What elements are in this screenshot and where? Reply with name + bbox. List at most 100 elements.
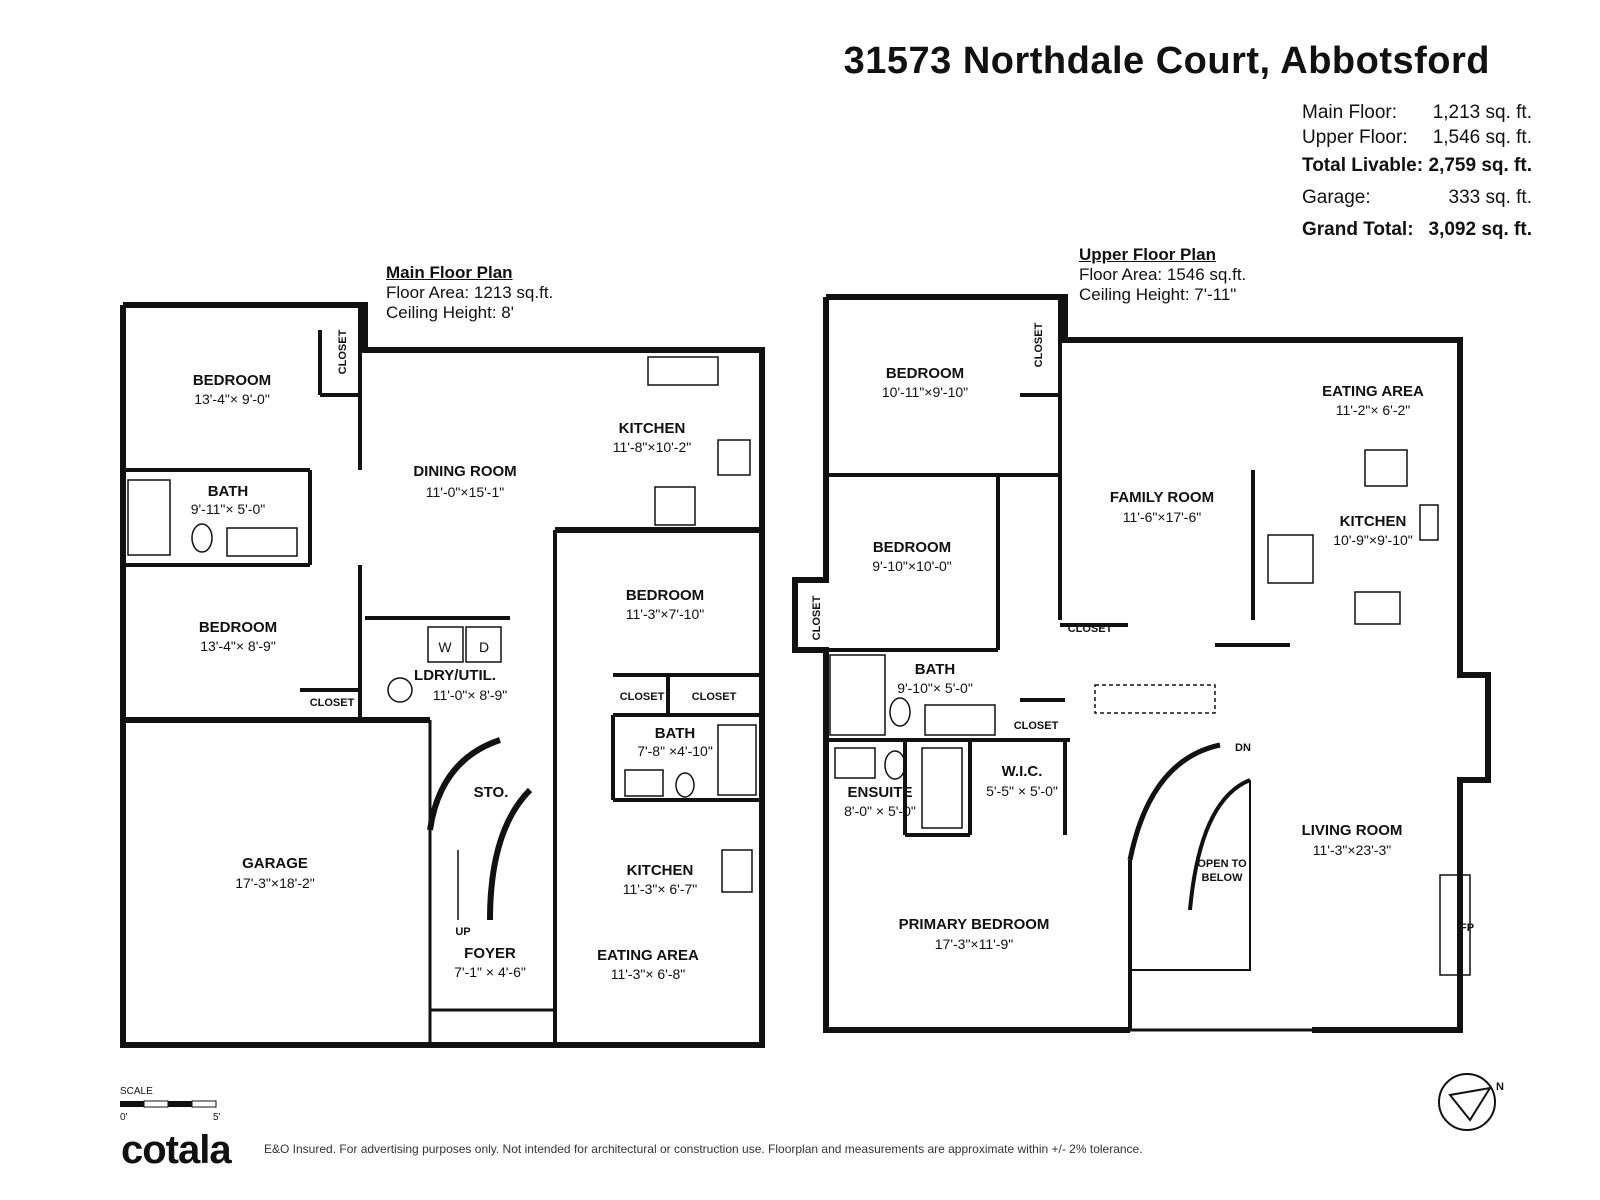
laundry-dim: 11'-0"× 8'-9" (433, 687, 508, 703)
toilet-icon (191, 523, 213, 553)
laundry-label: LDRY/UTIL. (414, 667, 496, 684)
upper-closet-c-label: CLOSET (1068, 623, 1113, 635)
compass-north-label: N (1496, 1081, 1504, 1093)
walk-in-closet-dim: 5'-5" × 5'-0" (986, 783, 1058, 799)
dining-room-dim: 11'-0"×15'-1" (426, 484, 504, 500)
compass-icon (1438, 1073, 1496, 1131)
upper-kitchen-dim: 10'-9"×9'-10" (1333, 532, 1413, 548)
upper-closet-a-label: CLOSET (1033, 322, 1045, 367)
kitchen-sink-icon (647, 356, 719, 386)
main-bath-2-label: BATH (655, 725, 696, 742)
upper-fridge-icon (1267, 534, 1314, 584)
main-floor-area-value: 1,213 sq. ft. (1432, 102, 1532, 123)
garage-area-row: Garage: 333 sq. ft. (1302, 182, 1532, 214)
main-floor-area-label: Main Floor: (1302, 102, 1398, 123)
property-address-title: 31573 Northdale Court, Abbotsford (843, 40, 1490, 82)
primary-bedroom-label: PRIMARY BEDROOM (899, 916, 1050, 933)
upper-floor-interior-walls (826, 297, 1290, 1030)
main-kitchen-dim: 11'-8"×10'-2" (613, 439, 691, 455)
main-eating-area-label: EATING AREA (597, 947, 699, 964)
grand-total-value: 3,092 sq. ft. (1428, 219, 1533, 240)
main-floor-plan: BEDROOM 13'-4"× 9'-0" DINING ROOM 11'-0"… (120, 302, 765, 1048)
storage-label: STO. (474, 784, 509, 801)
foyer-dim: 7'-1" × 4'-6" (454, 964, 526, 980)
ensuite-shower-icon (921, 747, 963, 829)
toilet-2-icon (675, 772, 695, 798)
main-bath-2-dim: 7'-8" ×4'-10" (637, 743, 713, 759)
main-floor-interior-walls (123, 305, 762, 1012)
upper-floor-ceiling-text: Ceiling Height: 7'-11" (1079, 285, 1237, 304)
main-closet-d-label: CLOSET (692, 691, 737, 703)
open-to-label: OPEN TO (1197, 858, 1247, 870)
main-closet-b-label: CLOSET (310, 697, 355, 709)
main-bedroom-3-dim: 11'-3"×7'-10" (626, 606, 704, 622)
upper-stair-curve-icon (1127, 742, 1221, 861)
main-bedroom-1-label: BEDROOM (193, 372, 271, 389)
garage-area-value: 333 sq. ft. (1448, 187, 1532, 208)
upper-floor-labels: BEDROOM 10'-11"×9'-10" CLOSET EATING ARE… (811, 322, 1504, 1093)
upper-sink-icon (1419, 504, 1439, 541)
skylight-icon (1094, 684, 1216, 714)
upper-kitchen-label: KITCHEN (1340, 513, 1407, 530)
family-room-label: FAMILY ROOM (1110, 489, 1214, 506)
area-summary-table: Main Floor: 1,213 sq. ft. Upper Floor: 1… (1302, 100, 1532, 246)
upper-eating-area-dim: 11'-2"× 6'-2" (1336, 402, 1411, 418)
brand-logo: cotala (121, 1128, 232, 1172)
upper-floor-walls (792, 294, 1491, 1033)
washer-icon (427, 626, 464, 663)
stove-icon (717, 439, 751, 476)
grand-total-label: Grand Total: (1302, 219, 1414, 240)
main-bedroom-2-dim: 13'-4"× 8'-9" (200, 638, 276, 654)
sink-3-icon (721, 849, 753, 893)
main-kitchen-2-dim: 11'-3"× 6'-7" (623, 881, 698, 897)
ensuite-label: ENSUITE (847, 784, 912, 801)
main-bedroom-3-label: BEDROOM (626, 587, 704, 604)
total-livable-row: Total Livable: 2,759 sq. ft. (1302, 150, 1532, 182)
upper-floor-plan-header: Upper Floor Plan Floor Area: 1546 sq.ft.… (1079, 245, 1246, 305)
vanity-icon (226, 527, 298, 557)
bathtub-2-icon (717, 724, 757, 796)
disclaimer-text: E&O Insured. For advertising purposes on… (264, 1142, 1143, 1156)
main-floor-fixtures (127, 356, 757, 921)
fireplace-label: FP (1460, 922, 1474, 934)
scale-five-label: 5' (213, 1112, 221, 1123)
below-label: BELOW (1202, 872, 1244, 884)
scale-label: SCALE (120, 1086, 153, 1097)
upper-floor-area-label: Upper Floor: (1302, 127, 1408, 148)
main-closet-a-label: CLOSET (337, 329, 349, 374)
upper-floor-plan-heading: Upper Floor Plan (1079, 245, 1216, 264)
main-floor-area-row: Main Floor: 1,213 sq. ft. (1302, 100, 1532, 125)
walk-in-closet-label: W.I.C. (1002, 763, 1043, 780)
main-floor-labels: BEDROOM 13'-4"× 9'-0" DINING ROOM 11'-0"… (191, 329, 737, 982)
scale-bar (120, 1100, 217, 1108)
main-closet-c-label: CLOSET (620, 691, 665, 703)
upper-toilet-icon (889, 697, 911, 727)
garage-label: GARAGE (242, 855, 308, 872)
upper-bedroom-2-label: BEDROOM (873, 539, 951, 556)
upper-floor-area-value: 1,546 sq. ft. (1432, 127, 1532, 148)
upper-floor-fixtures (829, 449, 1496, 1131)
upper-floor-area-text: Floor Area: 1546 sq.ft. (1079, 265, 1247, 284)
ensuite-toilet-icon (884, 750, 906, 780)
grand-total-row: Grand Total: 3,092 sq. ft. (1302, 214, 1532, 246)
living-room-label: LIVING ROOM (1302, 822, 1403, 839)
main-floor-plan-heading: Main Floor Plan (386, 263, 513, 282)
main-floor-walls (120, 302, 765, 1048)
upper-stove-icon (1364, 449, 1408, 487)
main-eating-area-dim: 11'-3"× 6'-8" (611, 966, 686, 982)
upper-eating-area-label: EATING AREA (1322, 383, 1424, 400)
upper-bath-dim: 9'-10"× 5'-0" (897, 680, 973, 696)
scale-zero-label: 0' (120, 1112, 128, 1123)
bathtub-icon (127, 479, 171, 556)
stairs-up-label: UP (455, 926, 470, 938)
total-livable-label: Total Livable: (1302, 155, 1424, 176)
upper-bedroom-1-dim: 10'-11"×9'-10" (882, 384, 968, 400)
compass-arrow-icon (1448, 1086, 1493, 1122)
upper-bath-label: BATH (915, 661, 956, 678)
main-bedroom-1-dim: 13'-4"× 9'-0" (194, 391, 270, 407)
water-heater-icon (387, 677, 413, 703)
dryer-label: D (479, 639, 489, 655)
fridge-icon (654, 486, 696, 526)
upper-closet-b-label: CLOSET (811, 595, 823, 640)
